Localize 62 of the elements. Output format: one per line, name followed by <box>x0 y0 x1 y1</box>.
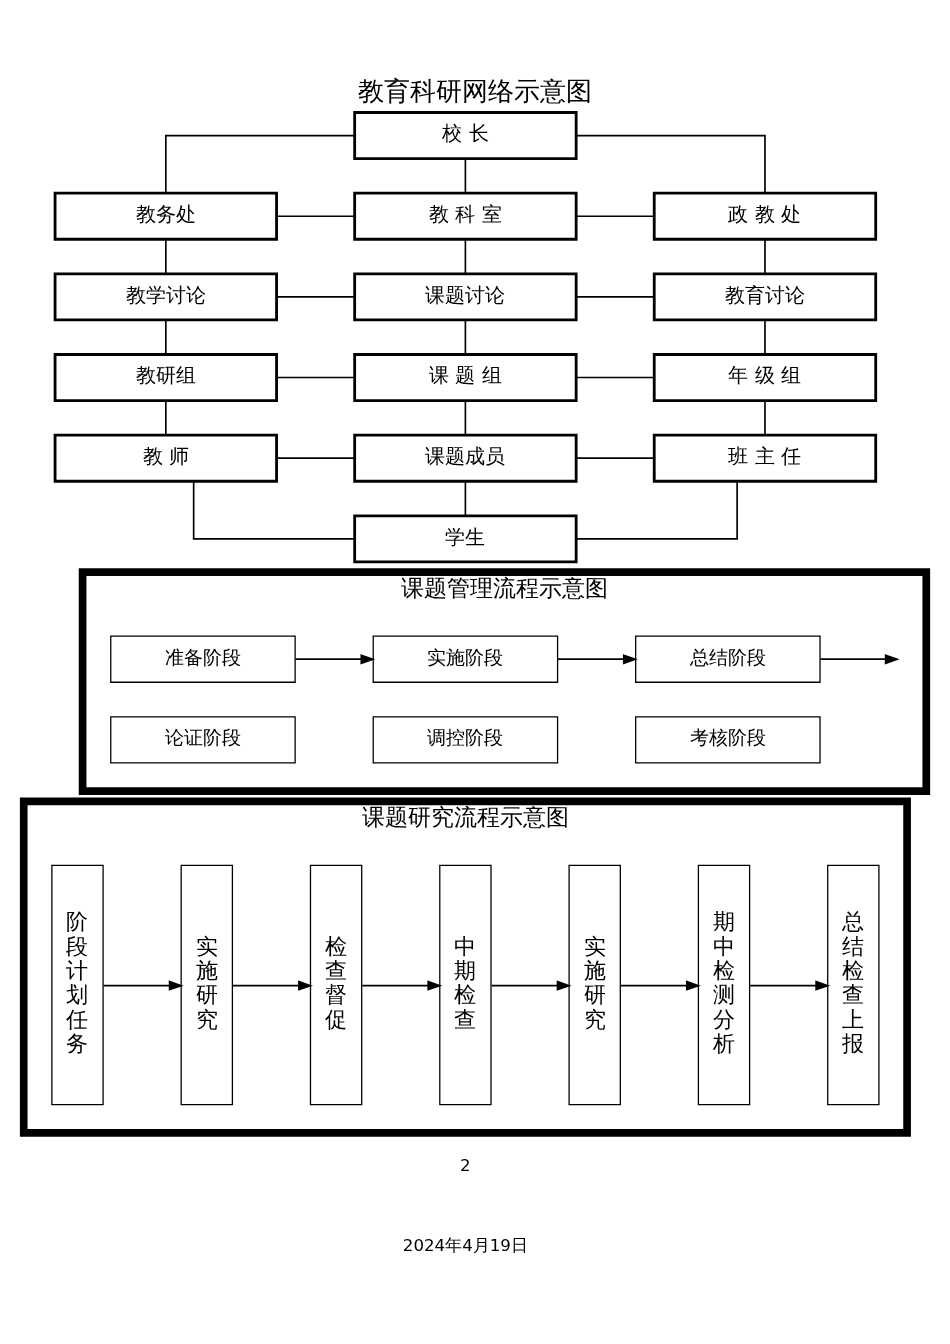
node-box: 课题成员 <box>353 433 578 483</box>
node-box: 教 科 室 <box>353 191 578 241</box>
node-box: 政 教 处 <box>652 191 878 241</box>
connector <box>276 376 356 379</box>
node-box: 考核阶段 <box>635 716 821 764</box>
node-box: 年 级 组 <box>652 353 878 402</box>
diagram-title: 教育科研网络示意图 <box>358 75 592 106</box>
label: 2024年4月19日 <box>402 1236 528 1256</box>
node-box: 校 长 <box>353 111 578 161</box>
connector <box>276 215 356 218</box>
node-box: 教 师 <box>53 433 278 483</box>
arrow <box>361 980 443 991</box>
node-box: 中期检查 <box>439 864 492 1106</box>
arrow <box>490 980 572 991</box>
arrow <box>749 980 831 991</box>
node-box: 阶段计划任务 <box>51 864 104 1106</box>
node-box: 总结阶段 <box>635 635 821 683</box>
node-box: 总结检查上报 <box>827 864 880 1106</box>
node-box: 教学讨论 <box>53 272 278 322</box>
connector <box>165 319 167 355</box>
connector <box>165 400 167 436</box>
connector <box>575 215 655 218</box>
connector <box>464 480 467 517</box>
node-box: 准备阶段 <box>110 635 296 683</box>
arrow <box>557 654 638 665</box>
connector <box>575 296 655 298</box>
connector <box>276 457 356 460</box>
connector <box>464 158 467 194</box>
connector <box>575 376 655 379</box>
connector <box>764 319 766 355</box>
node-box: 论证阶段 <box>110 716 296 764</box>
node-box: 检查督促 <box>309 864 363 1106</box>
node-box: 实施研究 <box>568 864 621 1106</box>
arrow <box>819 654 900 665</box>
connector <box>575 480 738 540</box>
node-box: 实施阶段 <box>372 635 559 683</box>
node-box: 实施研究 <box>180 864 234 1106</box>
node-box: 学生 <box>353 514 578 564</box>
node-box: 班 主 任 <box>652 433 878 483</box>
label: 2 <box>460 1155 471 1175</box>
connector <box>764 400 766 436</box>
connector <box>575 134 766 194</box>
node-box: 课 题 组 <box>353 353 578 402</box>
connector <box>464 319 467 355</box>
arrow <box>620 980 701 991</box>
arrow <box>102 980 184 991</box>
node-box: 教研组 <box>53 353 278 402</box>
connector <box>276 296 356 298</box>
node-box: 教务处 <box>53 191 278 241</box>
node-box: 调控阶段 <box>372 716 559 764</box>
connector <box>464 400 467 436</box>
arrow <box>232 980 313 991</box>
node-box: 期中检测分析 <box>697 864 751 1106</box>
connector <box>764 238 766 275</box>
connector <box>575 457 655 460</box>
connector <box>165 238 167 275</box>
connector <box>464 238 467 275</box>
arrow <box>294 654 376 665</box>
connector <box>192 480 356 540</box>
connector <box>165 134 356 194</box>
node-box: 教育讨论 <box>652 272 878 322</box>
node-box: 课题讨论 <box>353 272 578 322</box>
